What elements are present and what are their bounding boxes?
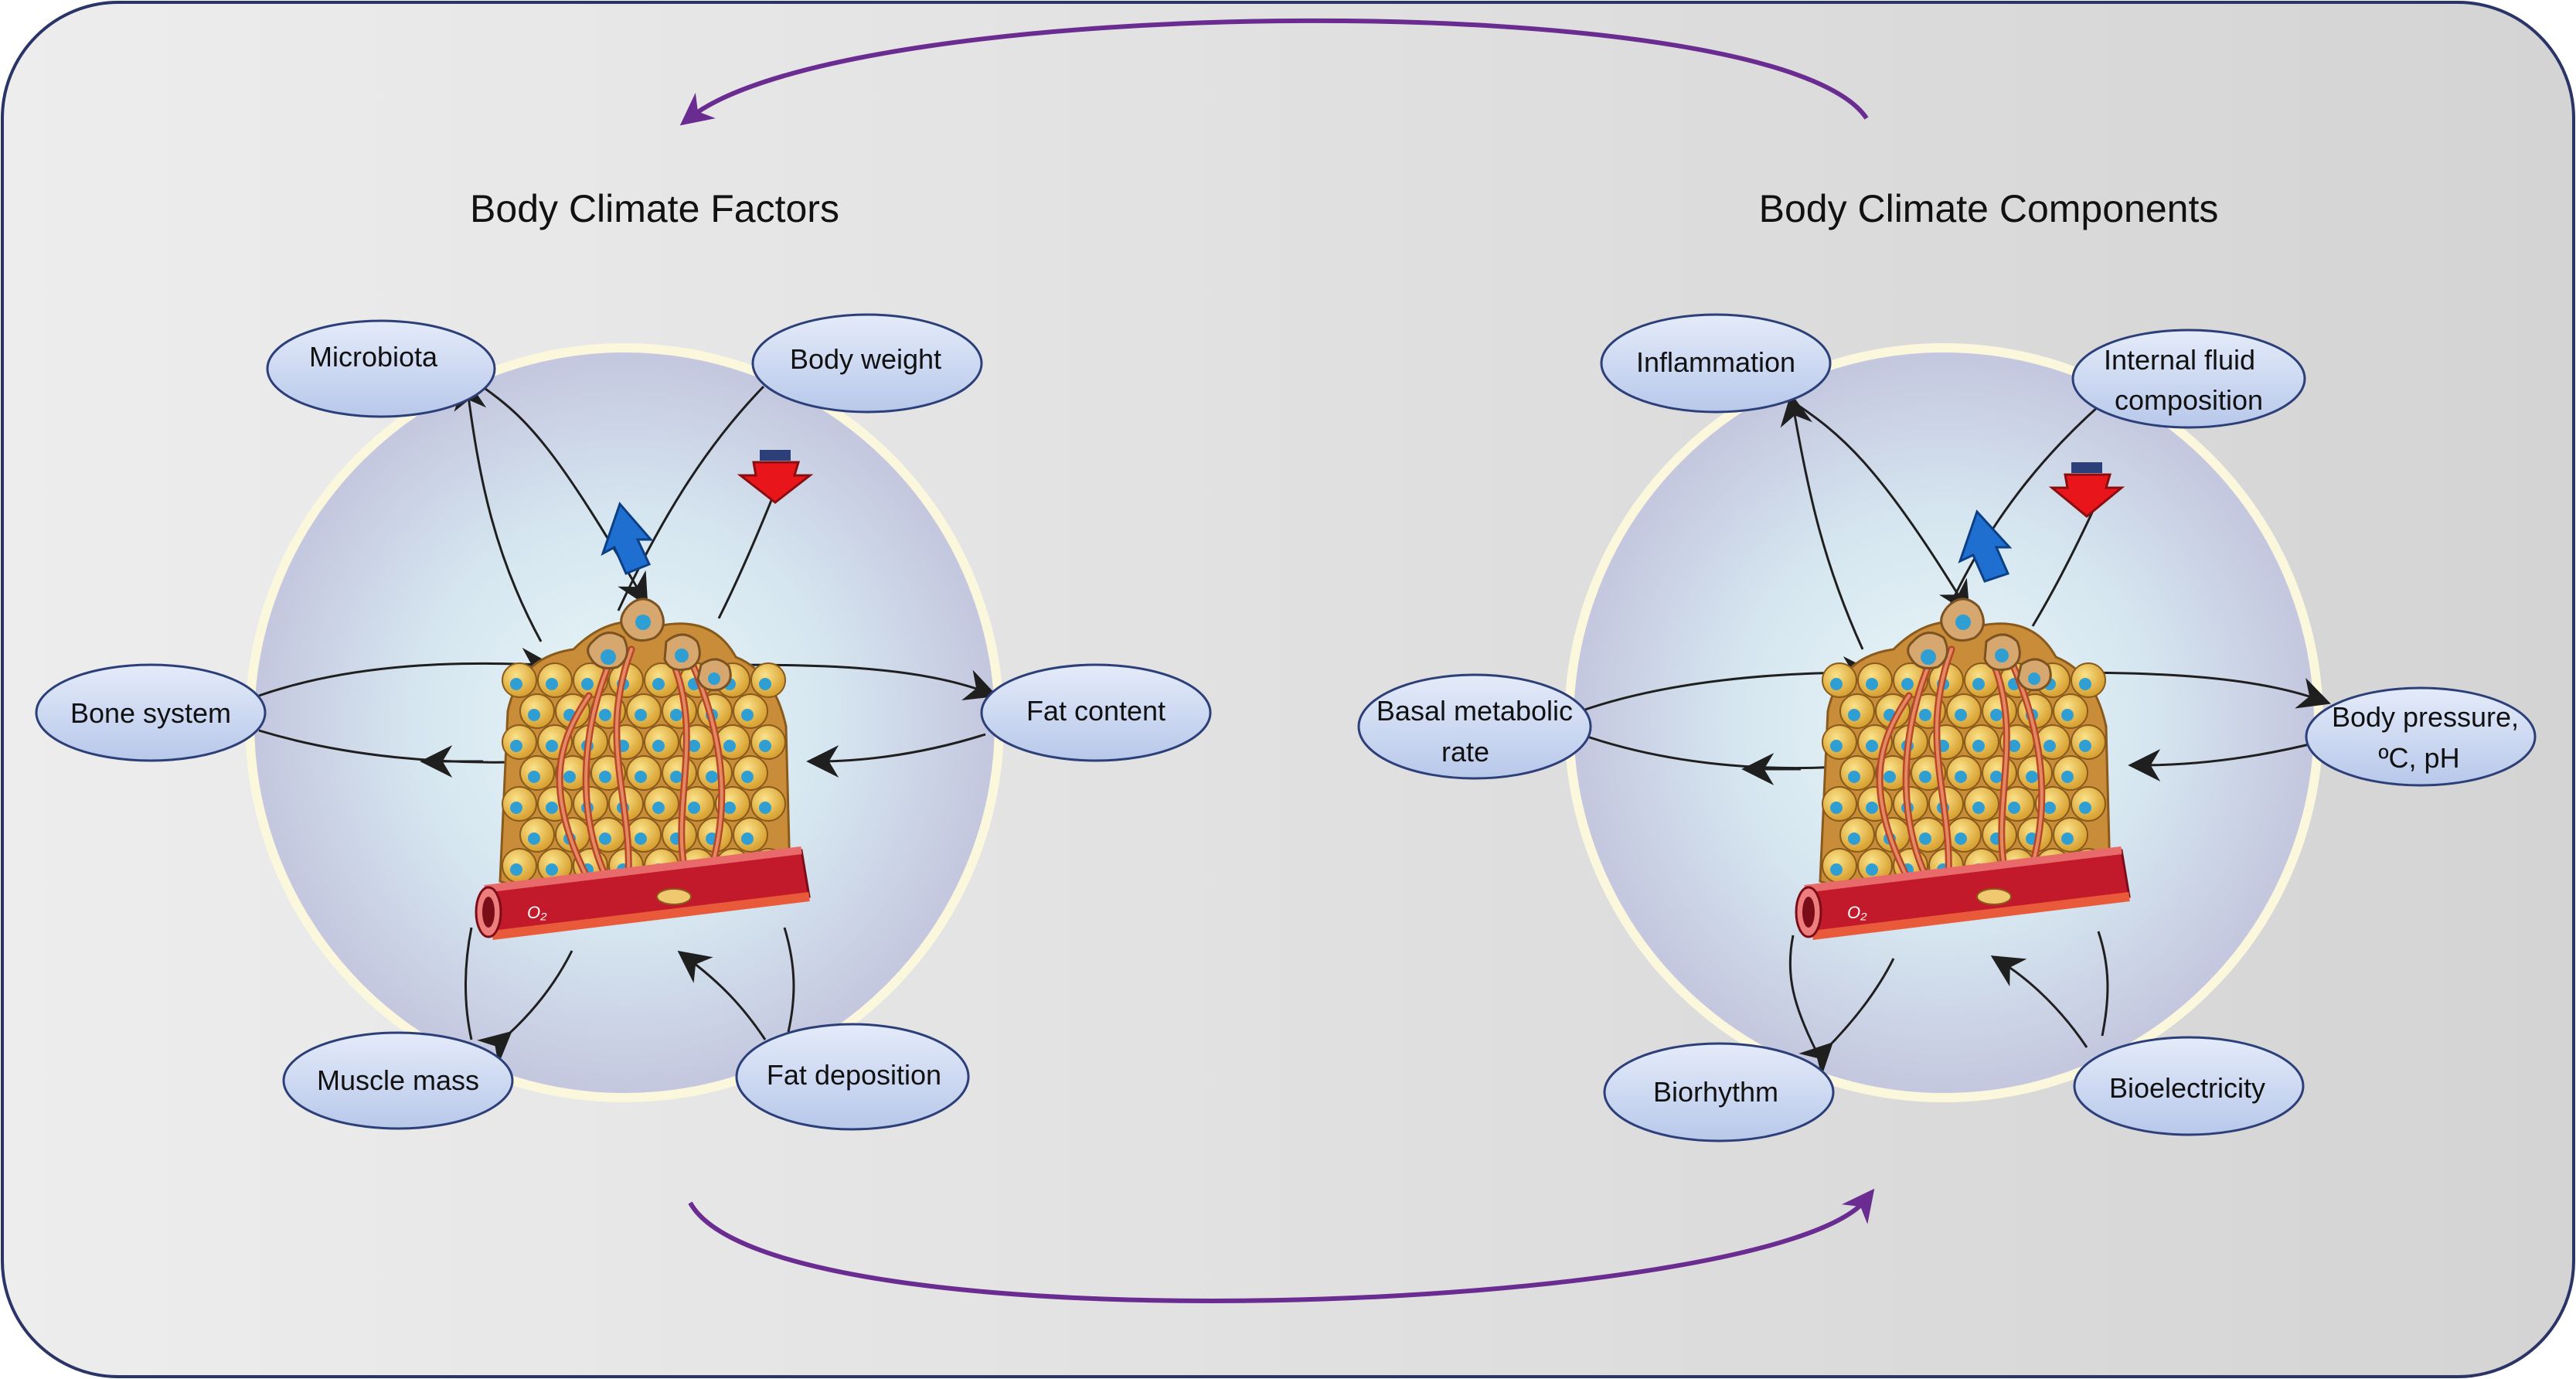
cycle-arrow-bottom: [688, 1188, 1875, 1303]
node-bmr-label-1: Basal metabolic: [1376, 695, 1573, 727]
flow-biorhythm-out: [1788, 935, 1818, 1052]
node-fat-deposition: Fat deposition: [735, 1023, 970, 1131]
flow-inflammation-out: [1780, 393, 1864, 650]
node-biorhythm: Biorhythm: [1603, 1042, 1835, 1142]
flow-bone-out-line: [258, 729, 542, 764]
node-body-pressure: Body pressure, ºC, pH: [2305, 686, 2537, 787]
node-bmr-label-2: rate: [1441, 736, 1489, 768]
node-body-weight: Body weight: [751, 313, 983, 414]
right-panel: Body Climate Components: [1357, 187, 2537, 1142]
node-biorhythm-label: Biorhythm: [1653, 1076, 1778, 1108]
left-down-arrow: [737, 450, 814, 504]
flow-fluid-in: [2031, 502, 2098, 627]
node-bioelectricity: Bioelectricity: [2073, 1036, 2305, 1136]
node-fat-content: Fat content: [980, 663, 1212, 762]
node-muscle-mass-label: Muscle mass: [317, 1064, 479, 1096]
flow-bioelec-line: [2097, 931, 2109, 1037]
node-microbiota: Microbiota: [266, 319, 496, 418]
right-up-arrow: [1958, 509, 2013, 583]
node-microbiota-label: Microbiota: [309, 341, 438, 373]
flow-bodyweight-out: [617, 385, 765, 611]
node-internal-fluid: Internal fluid composition: [2071, 329, 2306, 429]
node-inflammation: Inflammation: [1600, 313, 1832, 414]
flow-muscle-in: [477, 950, 573, 1065]
node-internal-fluid-label-2: composition: [2115, 384, 2263, 416]
node-muscle-mass: Muscle mass: [282, 1031, 514, 1130]
right-panel-title: Body Climate Components: [1759, 187, 2219, 230]
node-bioelectricity-label: Bioelectricity: [2109, 1072, 2265, 1104]
flow-bone-in: [258, 647, 554, 697]
flow-microbiota-out: [454, 377, 543, 642]
cycle-arrow-top: [679, 18, 1869, 126]
flow-fatdep-in: [677, 950, 767, 1040]
flow-bodypressure-in: [2128, 741, 2319, 781]
node-body-weight-label: Body weight: [790, 343, 941, 375]
node-inflammation-label: Inflammation: [1636, 346, 1795, 378]
flow-muscle-out: [464, 927, 473, 1040]
flow-bodyweight-in: [717, 486, 778, 619]
flow-bioelec-in: [1990, 955, 2088, 1048]
flow-biorhythm-in: [1798, 958, 1895, 1077]
left-panel-title: Body Climate Factors: [470, 187, 839, 230]
node-fat-content-label: Fat content: [1026, 695, 1165, 727]
left-up-arrow: [601, 502, 654, 575]
node-basal-metabolic-rate: Basal metabolic rate: [1357, 673, 1592, 780]
node-internal-fluid-label-1: Internal fluid: [2104, 344, 2255, 376]
node-body-pressure-label-1: Body pressure,: [2332, 701, 2519, 733]
flow-fat-content-in: [806, 733, 986, 778]
node-body-pressure-label-2: ºC, pH: [2378, 742, 2459, 774]
left-panel: Body Climate Factors: [35, 187, 1212, 1131]
node-bone-system: Bone system: [35, 663, 267, 762]
flow-fatdep-line: [783, 927, 795, 1033]
right-down-arrow: [2048, 462, 2125, 518]
node-fat-deposition-label: Fat deposition: [767, 1059, 941, 1091]
node-bone-system-label: Bone system: [70, 697, 231, 729]
